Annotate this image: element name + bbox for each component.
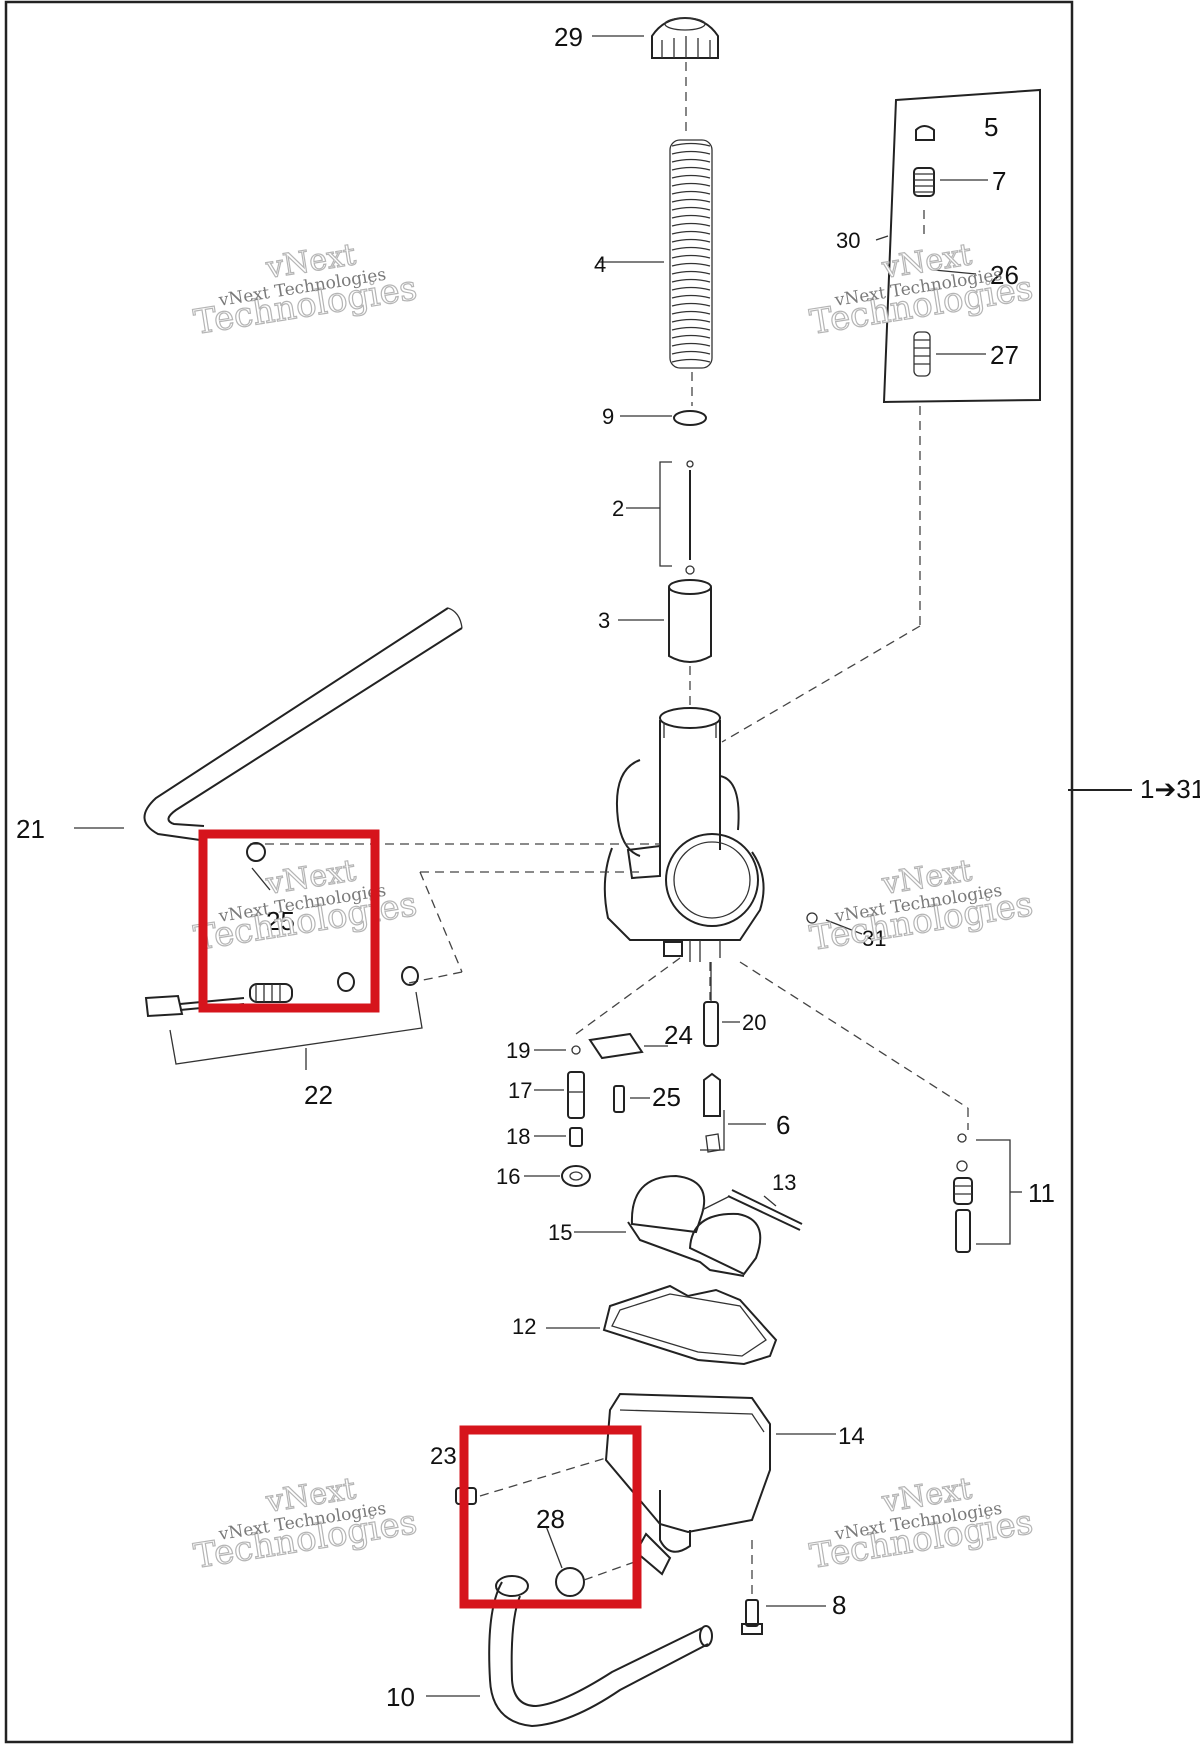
sub-assembly-box <box>882 88 1041 404</box>
callout-5: 5 <box>984 112 998 142</box>
callout-19: 19 <box>506 1038 530 1063</box>
callout-17: 17 <box>508 1078 532 1103</box>
callout-10: 10 <box>386 1682 415 1712</box>
callout-28: 28 <box>536 1504 565 1534</box>
callout-25-left: 25 <box>266 906 295 936</box>
watermark-top-left: Technologies vNext Technologies vNext <box>191 237 421 344</box>
callout-27: 27 <box>990 340 1019 370</box>
callout-23: 23 <box>430 1443 457 1470</box>
callout-6: 6 <box>776 1110 790 1140</box>
callout-20: 20 <box>742 1010 766 1035</box>
part-6-float-needle <box>700 1072 725 1153</box>
callout-29: 29 <box>554 22 583 52</box>
callout-24: 24 <box>664 1020 693 1050</box>
callout-25: 25 <box>652 1082 681 1112</box>
part-14-float-bowl <box>604 1392 771 1576</box>
part-8-bolt <box>741 1599 763 1635</box>
part-25-clip <box>246 842 266 862</box>
part-19-washer <box>571 1045 581 1055</box>
highlight-box-part-28 <box>459 1425 642 1609</box>
part-2-jet-needle <box>659 460 695 575</box>
callout-8: 8 <box>832 1590 846 1620</box>
watermark-bottom-right: Technologies vNext Technologies vNext <box>807 1471 1037 1578</box>
part-11-idle-screw <box>953 1133 1011 1253</box>
part-23-drain-screw <box>455 1457 607 1505</box>
part-4-spring <box>669 139 713 369</box>
callout-26: 26 <box>990 260 1019 290</box>
callout-21: 21 <box>16 814 45 844</box>
callout-15: 15 <box>548 1220 572 1245</box>
callout-3: 3 <box>598 608 610 633</box>
callout-12: 12 <box>512 1314 536 1339</box>
part-17-main-jet-holder <box>567 1071 585 1119</box>
watermark-bottom-left: Technologies vNext Technologies vNext <box>191 1471 421 1578</box>
part-10-hose <box>488 1575 713 1728</box>
diagram-border <box>4 0 1074 1744</box>
part-13-float-pin <box>727 1189 803 1231</box>
callout-18: 18 <box>506 1124 530 1149</box>
callout-4: 4 <box>594 252 606 277</box>
callout-22: 22 <box>304 1080 333 1110</box>
part-24-plate <box>588 1032 644 1060</box>
callout-30: 30 <box>836 228 860 253</box>
callout-9: 9 <box>602 404 614 429</box>
highlight-box-part-25 <box>198 829 380 1013</box>
part-25-screw <box>613 1085 625 1113</box>
part-7-screw <box>913 167 935 197</box>
part-18-main-jet <box>569 1127 583 1147</box>
part-28-clamp <box>545 1525 641 1597</box>
part-22-pilot-screw <box>144 966 423 1065</box>
callout-16: 16 <box>496 1164 520 1189</box>
part-3-throttle-slide <box>668 579 712 663</box>
part-12-gasket <box>602 1284 778 1366</box>
part-21-hose <box>143 607 463 841</box>
callout-11: 11 <box>1028 1178 1055 1208</box>
part-15-float <box>627 1174 762 1277</box>
callout-13: 13 <box>772 1170 796 1195</box>
callout-2: 2 <box>612 496 624 521</box>
watermark-mid-left: Technologies vNext Technologies vNext <box>191 853 421 960</box>
part-1-carburetor-body <box>603 707 765 962</box>
part-29-cap <box>651 16 719 59</box>
callout-7: 7 <box>992 166 1006 196</box>
part-16-washer <box>561 1165 591 1187</box>
watermark-mid-right: Technologies vNext Technologies vNext <box>807 853 1037 960</box>
part-9-clip <box>673 410 707 426</box>
part-5-cap <box>915 125 935 141</box>
part-27-spring <box>913 331 931 377</box>
callout-14: 14 <box>838 1423 865 1450</box>
callout-assembly-range: 1➔31 <box>1140 774 1200 804</box>
part-20-pilot-jet <box>703 962 719 1047</box>
callout-31: 31 <box>862 926 886 951</box>
